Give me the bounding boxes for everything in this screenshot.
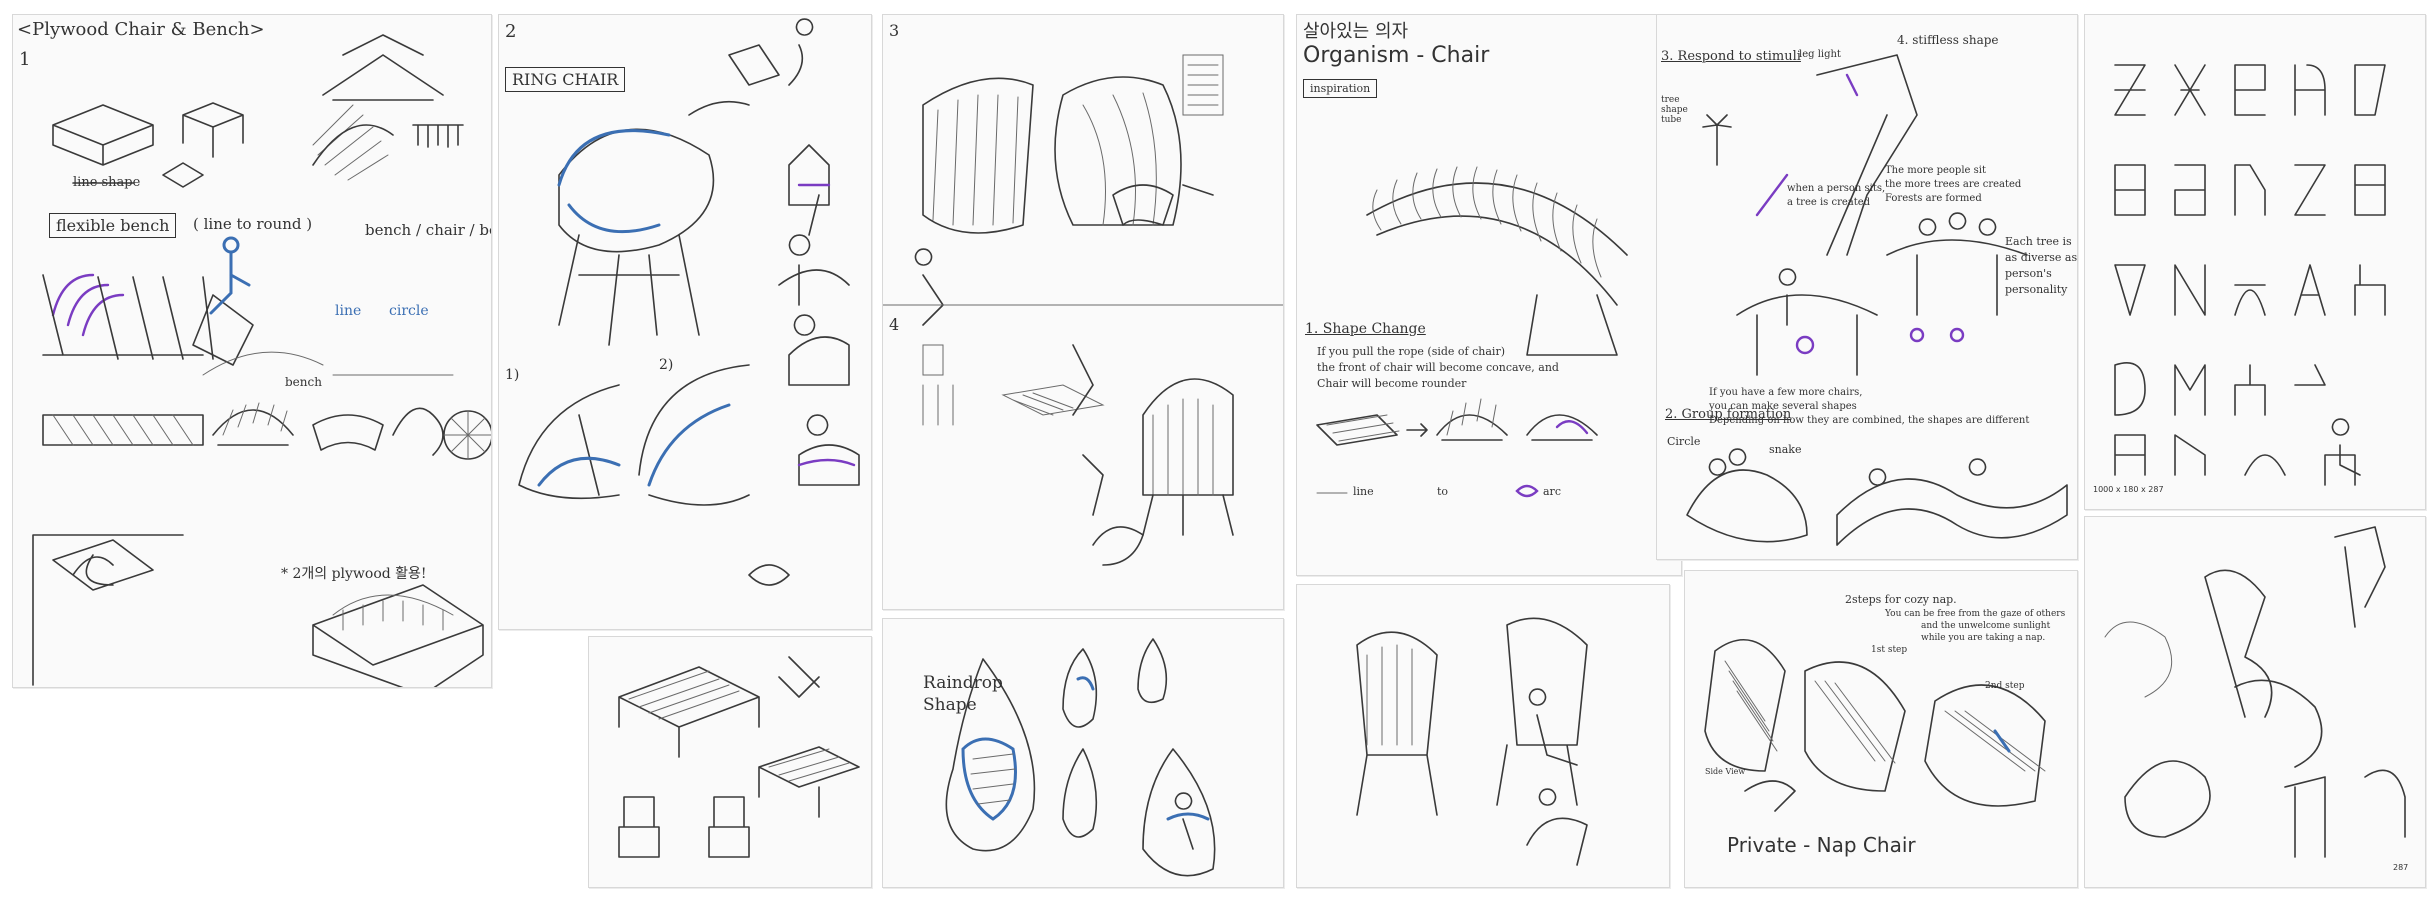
more-people-1: The more people sit (1885, 165, 1986, 176)
tree-created-label: a tree is created (1787, 197, 1871, 208)
ring-chair-title: RING CHAIR (505, 67, 626, 92)
shape-change-text-3: Chair will become rounder (1317, 377, 1467, 390)
group-text-1: If you have a few more chairs, (1709, 387, 1863, 398)
bench-label: bench (285, 375, 322, 389)
sketch-sheet-cantilever: 287 (2084, 516, 2426, 888)
flexible-bench-label: flexible bench (49, 213, 177, 238)
sketch-sheet-reading-chair (1296, 584, 1670, 888)
first-step-label: 1st step (1871, 645, 1908, 655)
sheet-silhouettes-drawings (2114, 64, 2386, 486)
sheet-cantilever-drawings (2104, 526, 2406, 858)
sheet-plywood-drawings (32, 34, 491, 687)
sketch-sheet-pod-chair: 3 4 (882, 14, 1284, 610)
sheet-respond-drawings (1686, 54, 2068, 546)
two-steps-text-3: while you are taking a nap. (1921, 633, 2046, 643)
group-heading: 2. Group formation (1665, 407, 1792, 422)
each-tree-4: personality (2005, 283, 2068, 296)
sheet-plywood-number: 1 (19, 49, 31, 70)
sheet-pod-number-4: 4 (889, 315, 900, 334)
each-tree-1: Each tree is (2005, 235, 2072, 248)
two-steps-text-1: You can be free from the gaze of others (1885, 609, 2066, 619)
shape-change-heading: 1. Shape Change (1305, 321, 1426, 337)
sheet-nap-chair-drawings (1704, 639, 2046, 812)
tree-shape-tube-label: tree shape tube (1661, 95, 1688, 125)
snake-group-label: snake (1769, 443, 1802, 456)
arc-word: arc (1543, 485, 1561, 498)
private-nap-title: Private - Nap Chair (1727, 833, 1916, 857)
sketch-sheet-respond: 3. Respond to stimuli leg light 4. stiff… (1656, 14, 2078, 560)
plywood-note: * 2개의 plywood 활용! (281, 566, 427, 582)
sketch-sheet-ring-chair: 2 RING CHAIR 1) 2) (498, 14, 872, 630)
respond-heading: 3. Respond to stimuli (1661, 49, 1801, 64)
silhouettes-caption: 1000 x 180 x 287 (2093, 485, 2164, 494)
each-tree-2: as diverse as (2005, 251, 2078, 264)
sketch-sheet-nap-chair: 2steps for cozy nap. You can be free fro… (1684, 570, 2078, 888)
group-text-2: you can make several shapes (1709, 401, 1857, 412)
two-steps-text-2: and the unwelcome sunlight (1921, 621, 2051, 631)
sheet-reading-chair-drawings (1356, 617, 1588, 866)
circle-label: circle (389, 303, 429, 319)
each-tree-3: person's (2005, 267, 2052, 280)
cantilever-signature: 287 (2393, 863, 2409, 872)
sketch-sheet-silhouettes: 1000 x 180 x 287 (2084, 14, 2426, 510)
sketch-sheet-organism-chair: 살아있는 의자 Organism - Chair inspiration 1. … (1296, 14, 1682, 576)
circle-group-label: Circle (1667, 435, 1701, 448)
ring-chair-label-2: 2) (659, 357, 674, 373)
bench-chair-bed-label: bench / chair / bed (365, 221, 491, 239)
more-people-3: Forests are formed (1885, 193, 1982, 204)
sheet-ring-chair-drawings (518, 18, 860, 586)
sheet-bench-frames-drawings (618, 656, 860, 858)
second-step-label: 2nd step (1985, 681, 2025, 691)
sheet-organism-drawings (1316, 166, 1628, 498)
sheet-pod-chair-drawings (883, 54, 1283, 566)
raindrop-title-2: Shape (923, 695, 977, 715)
sketch-sheet-bench-frames (588, 636, 872, 888)
sketch-sheet-plywood: <Plywood Chair & Bench> 1 line shape fle… (12, 14, 492, 688)
sketch-sheet-raindrop: Raindrop Shape (882, 618, 1284, 888)
line-shape-label: line shape (73, 175, 141, 190)
shape-change-text-1: If you pull the rope (side of chair) (1317, 345, 1505, 358)
sheet-ring-number: 2 (505, 21, 517, 42)
organism-korean-title: 살아있는 의자 (1303, 21, 1409, 42)
organism-title: Organism - Chair (1303, 43, 1490, 68)
line-word: line (1353, 485, 1374, 498)
inspiration-label: inspiration (1303, 79, 1378, 98)
stiffless-heading: 4. stiffless shape (1897, 33, 1999, 47)
line-label: line (335, 303, 362, 319)
sheet-plywood-title: <Plywood Chair & Bench> (17, 19, 265, 40)
raindrop-title-1: Raindrop (923, 673, 1003, 693)
more-people-2: the more trees are created (1885, 179, 2022, 190)
line-to-round-label: ( line to round ) (193, 215, 313, 233)
ring-chair-label-1: 1) (505, 367, 520, 383)
group-text-3: Depending on how they are combined, the … (1709, 415, 2030, 426)
leg-light-label: leg light (1799, 49, 1841, 60)
sheet-pod-number-3: 3 (889, 21, 900, 40)
side-view-label: Side View (1705, 767, 1746, 776)
to-word: to (1437, 485, 1449, 498)
when-person-label: when a person sits, (1787, 183, 1886, 194)
sheet-raindrop-drawings (945, 638, 1216, 877)
two-steps-heading: 2steps for cozy nap. (1845, 593, 1957, 606)
shape-change-text-2: the front of chair will become concave, … (1317, 361, 1559, 374)
